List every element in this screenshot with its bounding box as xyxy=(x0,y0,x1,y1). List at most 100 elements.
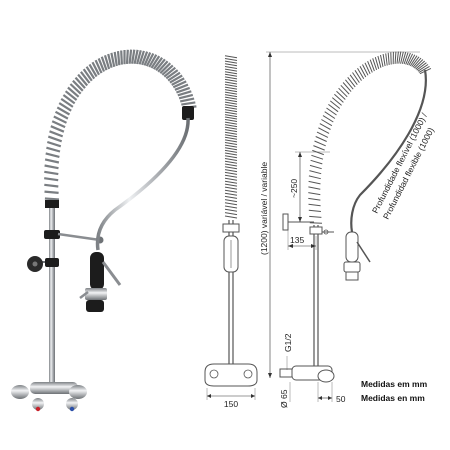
spring-coil-turn xyxy=(62,94,76,105)
dimension-150: 150 xyxy=(224,399,238,409)
spring-coil-turn xyxy=(47,135,63,143)
spring-coil-turn xyxy=(56,106,71,116)
spring-coil-turn xyxy=(133,49,139,65)
spring-coil-turn xyxy=(359,66,367,78)
spring-coil-turn xyxy=(224,84,238,87)
spring-coil-turn xyxy=(349,74,358,85)
depth-dimension xyxy=(289,382,333,402)
spring-coil-turn xyxy=(403,52,409,65)
spring-coil-turn xyxy=(177,90,192,97)
spring-coil-turn xyxy=(88,63,98,78)
spring-coil-turn xyxy=(46,140,62,148)
spring-coil-turn xyxy=(412,57,422,68)
spring-coil-turn xyxy=(44,190,59,194)
spring-coil-turn xyxy=(331,97,342,106)
spring-coil-turn xyxy=(49,130,64,138)
spring-coil-turn xyxy=(308,203,321,207)
spring-coil-turn xyxy=(224,183,238,187)
spring-coil-turn xyxy=(174,83,189,91)
spring-coil-turn xyxy=(224,180,238,184)
spray-head xyxy=(86,300,104,312)
spring-coil-turn xyxy=(51,120,66,129)
spring-coil-turn xyxy=(224,58,238,61)
dimension-thread: G1/2 xyxy=(283,333,293,352)
spring-coil-turn xyxy=(152,57,163,70)
spring-coil-turn xyxy=(308,197,321,201)
spring-coil-turn xyxy=(309,222,323,224)
dimension-reach-250: ~250 xyxy=(289,179,299,198)
arm-dimension xyxy=(287,230,317,250)
spring-coil-turn xyxy=(224,199,238,203)
spring-coil-turn xyxy=(308,180,321,185)
spring-coil-turn xyxy=(382,54,386,67)
spring-coil-turn xyxy=(313,145,325,151)
spring-coil-turn xyxy=(224,106,238,110)
spring-coil-turn xyxy=(224,169,238,173)
spring-coil-turn xyxy=(394,51,397,64)
hot-indicator xyxy=(35,406,41,412)
spring-coil-turn xyxy=(224,160,238,164)
spring-coil-turn xyxy=(224,166,238,170)
spring-coil-turn xyxy=(224,174,238,178)
spring-coil-turn xyxy=(224,212,238,216)
spring-coil-turn xyxy=(54,110,69,120)
spring-coil-turn xyxy=(400,51,404,64)
spring-coil-turn xyxy=(354,70,362,81)
spring-coil-turn xyxy=(310,159,323,165)
spring-coil-turn xyxy=(136,50,142,65)
spring-coil-turn xyxy=(97,57,106,72)
spring-coil-turn xyxy=(145,52,155,67)
spring-coil-turn xyxy=(309,170,322,175)
reach-dimension xyxy=(295,151,330,222)
spring-clamp-top xyxy=(182,106,194,120)
spring-coil-turn xyxy=(179,97,195,103)
spring-coil-turn xyxy=(172,80,187,89)
spring-coil-turn xyxy=(311,154,324,160)
spring-coil-turn xyxy=(224,91,238,95)
spring-coil-turn xyxy=(340,84,350,95)
front-elevation-drawing xyxy=(204,55,258,400)
front-spring-coil xyxy=(224,55,238,219)
spring-coil-turn xyxy=(224,192,238,196)
spring-coil-turn xyxy=(44,158,60,164)
spring-coil-turn xyxy=(138,50,145,65)
spring-coil-turn xyxy=(326,107,337,116)
spring-coil-turn xyxy=(385,53,388,66)
spring-coil-turn xyxy=(224,139,238,143)
spring-coil-turn xyxy=(396,51,399,64)
spring-coil-turn xyxy=(125,49,129,64)
spring-coil-turn xyxy=(224,124,238,128)
spring-coil-turn xyxy=(309,215,322,218)
spring-coil-turn xyxy=(50,125,65,133)
spring-coil-turn xyxy=(324,111,336,119)
dimension-height-variable: (1200) variável / variable xyxy=(259,162,269,255)
spring-coil-turn xyxy=(224,189,238,193)
units-note-es: Medidas en mm xyxy=(361,393,425,403)
spring-coil-turn xyxy=(46,146,61,153)
spring-coil-turn xyxy=(45,152,60,158)
inlet-left xyxy=(11,385,29,399)
spring-coil-turn xyxy=(157,60,169,73)
spring-coil-turn xyxy=(44,164,59,170)
spring-coil-turn xyxy=(387,52,390,65)
spring-coil-turn xyxy=(408,54,416,66)
spring-coil-turn xyxy=(411,56,420,67)
spring-coil-turn xyxy=(94,59,103,74)
spring-coil-turn xyxy=(398,51,402,64)
spring-coil-turn xyxy=(224,142,238,145)
spring-coil-turn xyxy=(329,100,341,109)
dimension-arm-135: 135 xyxy=(290,235,304,245)
spring-coil-turn xyxy=(224,73,238,77)
spring-coil-turn xyxy=(224,114,238,118)
spring-coil-turn xyxy=(328,104,339,113)
spring-coil-turn xyxy=(224,86,238,90)
spring-coil-turn xyxy=(110,52,116,68)
spring-coil-turn xyxy=(224,119,238,122)
spring-coil-turn xyxy=(374,56,380,69)
spring-coil-turn xyxy=(224,99,238,103)
spring-coil-turn xyxy=(321,119,333,127)
spring-coil-turn xyxy=(224,60,238,64)
spring-coil-turn xyxy=(85,66,96,80)
spring-coil-turn xyxy=(377,55,382,68)
